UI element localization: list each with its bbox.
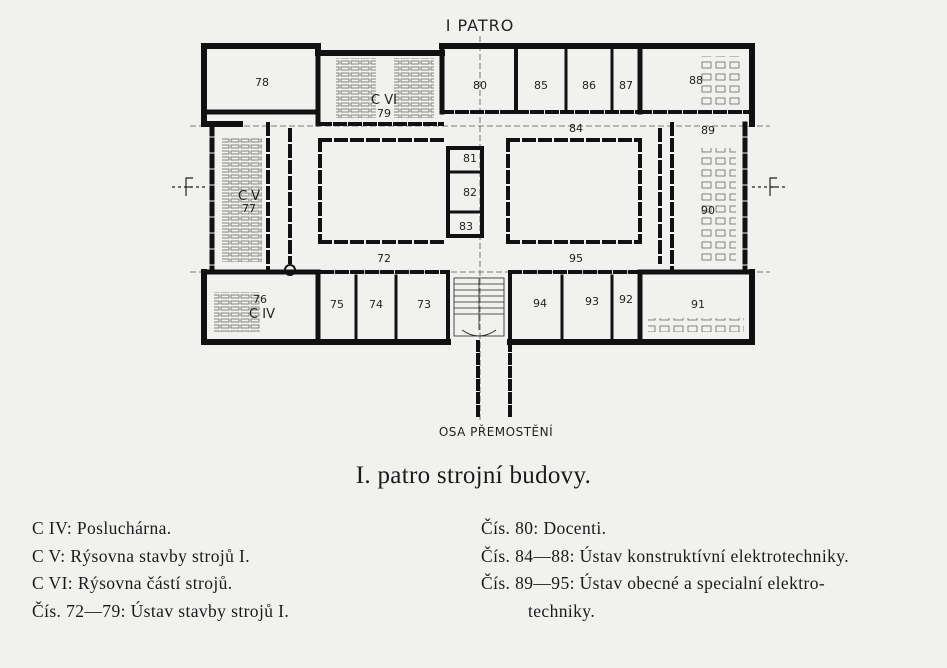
room-83: 83 [459, 220, 473, 233]
legend-text: Ústav obecné a specialní elektro- [579, 573, 826, 593]
room-88: 88 [689, 74, 703, 87]
room-civ: C IV [249, 307, 275, 322]
bridge-axis-label: OSA PŘEMOSTĚNÍ [439, 424, 553, 439]
floor-plan: I PATRO [172, 16, 786, 439]
legend-text: Docenti. [543, 518, 607, 538]
room-92: 92 [619, 293, 633, 306]
room-84: 84 [569, 122, 583, 135]
room-95: 95 [569, 252, 583, 265]
staircase [453, 277, 505, 337]
room-73: 73 [417, 298, 431, 311]
seating-cvi [336, 58, 434, 118]
room-72: 72 [377, 252, 391, 265]
legend-row: Čís. 84—88: Ústav konstruktívní elektrot… [481, 543, 849, 571]
legend-text: Ústav stavby strojů I. [130, 600, 290, 621]
legend-key: C IV: [32, 518, 73, 538]
legend-row: C IV: Posluchárna. [32, 515, 289, 543]
legend-text: Rýsovna stavby strojů I. [70, 545, 251, 566]
room-79: 79 [377, 107, 391, 120]
room-cv: C V [238, 189, 260, 204]
room-82: 82 [463, 186, 477, 199]
section-marker-right [752, 177, 786, 196]
room-89: 89 [701, 124, 715, 137]
legend-row: Čís. 89—95: Ústav obecné a specialní ele… [481, 570, 849, 598]
legend-text: techniky. [528, 600, 596, 621]
legend-right: Čís. 80: Docenti. Čís. 84—88: Ústav kons… [481, 515, 849, 625]
room-cvi: C VI [371, 93, 397, 108]
seating-civ [214, 292, 260, 332]
legend-text: Ústav konstruktívní elektrotechniky. [579, 545, 850, 566]
walls [201, 43, 755, 420]
legend-row: Čís. 80: Docenti. [481, 515, 849, 543]
legend-key: Čís. 89—95: [481, 573, 575, 593]
room-77: 77 [242, 202, 256, 215]
legend-key: Čís. 84—88: [481, 545, 575, 566]
room-85: 85 [534, 79, 548, 92]
lab-benches-88 [700, 56, 740, 106]
column-marker [284, 264, 296, 276]
room-87: 87 [619, 79, 633, 92]
room-90: 90 [701, 204, 715, 217]
legend-text: Rýsovna částí strojů. [77, 573, 233, 593]
legend-text: Posluchárna. [76, 518, 172, 538]
room-78: 78 [255, 76, 269, 89]
legend-row: C V: Rýsovna stavby strojů I. [32, 543, 289, 571]
legend-key: Čís. 72—79: [32, 600, 126, 621]
room-75: 75 [330, 298, 344, 311]
legend-row: Čís. 72—79: Ústav stavby strojů I. [32, 598, 289, 626]
legend-row: techniky. [481, 598, 849, 626]
legend-key: C VI: [32, 573, 74, 593]
room-93: 93 [585, 295, 599, 308]
room-80: 80 [473, 79, 487, 92]
legend-left: C IV: Posluchárna. C V: Rýsovna stavby s… [32, 515, 289, 625]
lab-benches-90 [700, 148, 736, 262]
room-81: 81 [463, 152, 477, 165]
seating-cv [222, 138, 262, 262]
section-marker-left [172, 177, 205, 196]
lab-benches-91 [648, 318, 744, 332]
room-74: 74 [369, 298, 383, 311]
room-94: 94 [533, 297, 547, 310]
legend-key: C V: [32, 545, 66, 566]
figure-caption: I. patro strojní budovy. [355, 462, 592, 489]
room-86: 86 [582, 79, 596, 92]
room-76: 76 [253, 293, 267, 306]
legend-row: C VI: Rýsovna částí strojů. [32, 570, 289, 598]
plan-title: I PATRO [446, 16, 515, 35]
room-91: 91 [691, 298, 705, 311]
legend-key: Čís. 80: [481, 518, 539, 538]
